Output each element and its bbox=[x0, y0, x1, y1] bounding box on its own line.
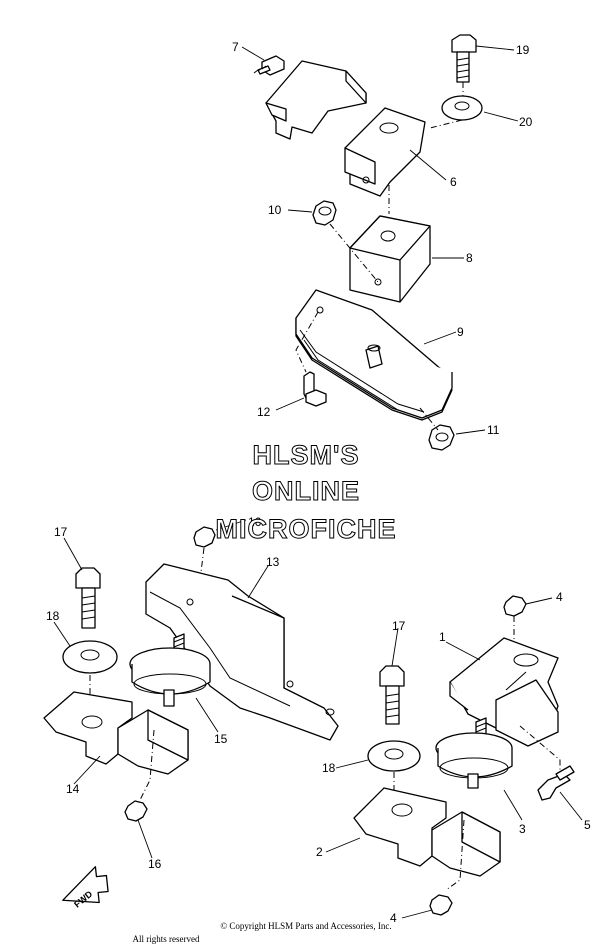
bolt-12 bbox=[303, 371, 327, 407]
fwd-arrow-icon: FWD bbox=[62, 866, 109, 910]
callout-17-left: 17 bbox=[54, 525, 68, 539]
callout-3: 3 bbox=[519, 822, 526, 836]
callout-9: 9 bbox=[457, 325, 464, 339]
bracket-14 bbox=[43, 691, 189, 775]
callout-20: 20 bbox=[519, 115, 533, 129]
copyright-line-1: © Copyright HLSM Parts and Accessories, … bbox=[220, 921, 392, 931]
callout-12: 12 bbox=[257, 405, 271, 419]
bolt-17-right bbox=[379, 665, 405, 725]
mount-9 bbox=[295, 289, 453, 421]
copyright-line-2: All rights reserved bbox=[132, 934, 200, 944]
bracket-2 bbox=[353, 787, 501, 877]
bolt-5 bbox=[537, 765, 575, 801]
nut-4-top bbox=[503, 595, 527, 617]
nut-16-upper bbox=[193, 526, 216, 548]
nut-4-bottom bbox=[429, 894, 453, 916]
callout-18-left: 18 bbox=[46, 609, 60, 623]
watermark-line-1: HLSM'S bbox=[253, 440, 360, 470]
bracket-1 bbox=[449, 637, 559, 747]
washer-18-right bbox=[367, 740, 421, 772]
washer-20 bbox=[441, 95, 483, 121]
watermark-line-2: ONLINE bbox=[252, 476, 360, 506]
bolt-7 bbox=[253, 55, 285, 76]
callout-11: 11 bbox=[487, 423, 500, 437]
nut-11 bbox=[428, 424, 455, 451]
callout-18-right: 18 bbox=[322, 761, 336, 775]
callout-6: 6 bbox=[450, 175, 457, 189]
callout-10: 10 bbox=[268, 203, 282, 217]
callout-17-right: 17 bbox=[392, 619, 406, 633]
nut-16-lower bbox=[124, 800, 148, 822]
callout-7: 7 bbox=[232, 40, 239, 54]
callout-16-lower: 16 bbox=[148, 857, 162, 871]
callout-19: 19 bbox=[516, 43, 530, 57]
washer-18-left bbox=[62, 640, 118, 674]
nut-10 bbox=[312, 200, 337, 226]
callout-15: 15 bbox=[214, 732, 228, 746]
callout-16-upper: 16 bbox=[248, 515, 262, 529]
callout-4-bottom: 4 bbox=[390, 911, 397, 925]
watermark-line-3: MICROFICHE bbox=[216, 514, 397, 544]
callout-1: 1 bbox=[439, 630, 446, 644]
mount-15 bbox=[129, 633, 211, 707]
damper-8 bbox=[349, 215, 431, 303]
callout-8: 8 bbox=[466, 251, 473, 265]
callout-4-top: 4 bbox=[556, 590, 563, 604]
bolt-19 bbox=[451, 34, 477, 83]
callout-5: 5 bbox=[584, 818, 591, 832]
callout-2: 2 bbox=[316, 845, 323, 859]
mount-3 bbox=[435, 717, 513, 789]
callout-13: 13 bbox=[266, 555, 280, 569]
bolt-17-left bbox=[75, 567, 101, 629]
bracket-6 bbox=[265, 60, 426, 197]
callout-14: 14 bbox=[66, 782, 80, 796]
